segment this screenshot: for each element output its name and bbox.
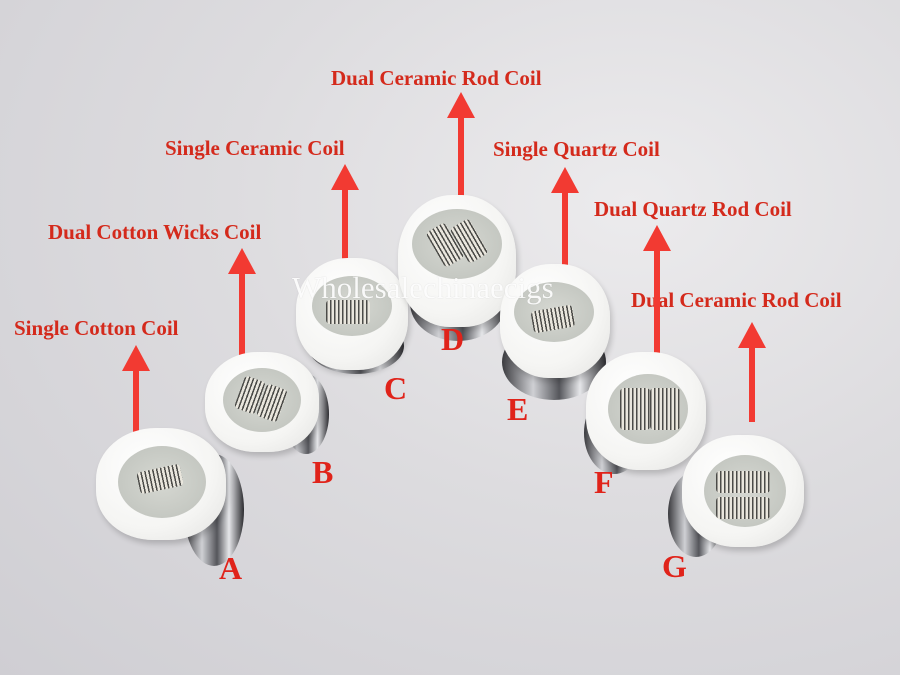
label-f: Dual Quartz Rod Coil — [594, 197, 792, 221]
label-a: Single Cotton Coil — [14, 316, 179, 340]
letter-d: D — [441, 321, 465, 357]
letter-f: F — [594, 464, 614, 500]
letter-c: C — [384, 370, 408, 406]
label-g: Dual Ceramic Rod Coil — [631, 288, 842, 312]
letter-g: G — [662, 548, 687, 584]
label-c: Single Ceramic Coil — [165, 136, 345, 160]
watermark: Wholesalechinaecigs — [292, 270, 554, 305]
label-e: Single Quartz Coil — [493, 137, 660, 161]
letter-b: B — [312, 454, 334, 490]
label-d: Dual Ceramic Rod Coil — [331, 66, 542, 90]
letter-a: A — [219, 550, 243, 586]
letter-e: E — [507, 391, 529, 427]
label-b: Dual Cotton Wicks Coil — [48, 220, 262, 244]
